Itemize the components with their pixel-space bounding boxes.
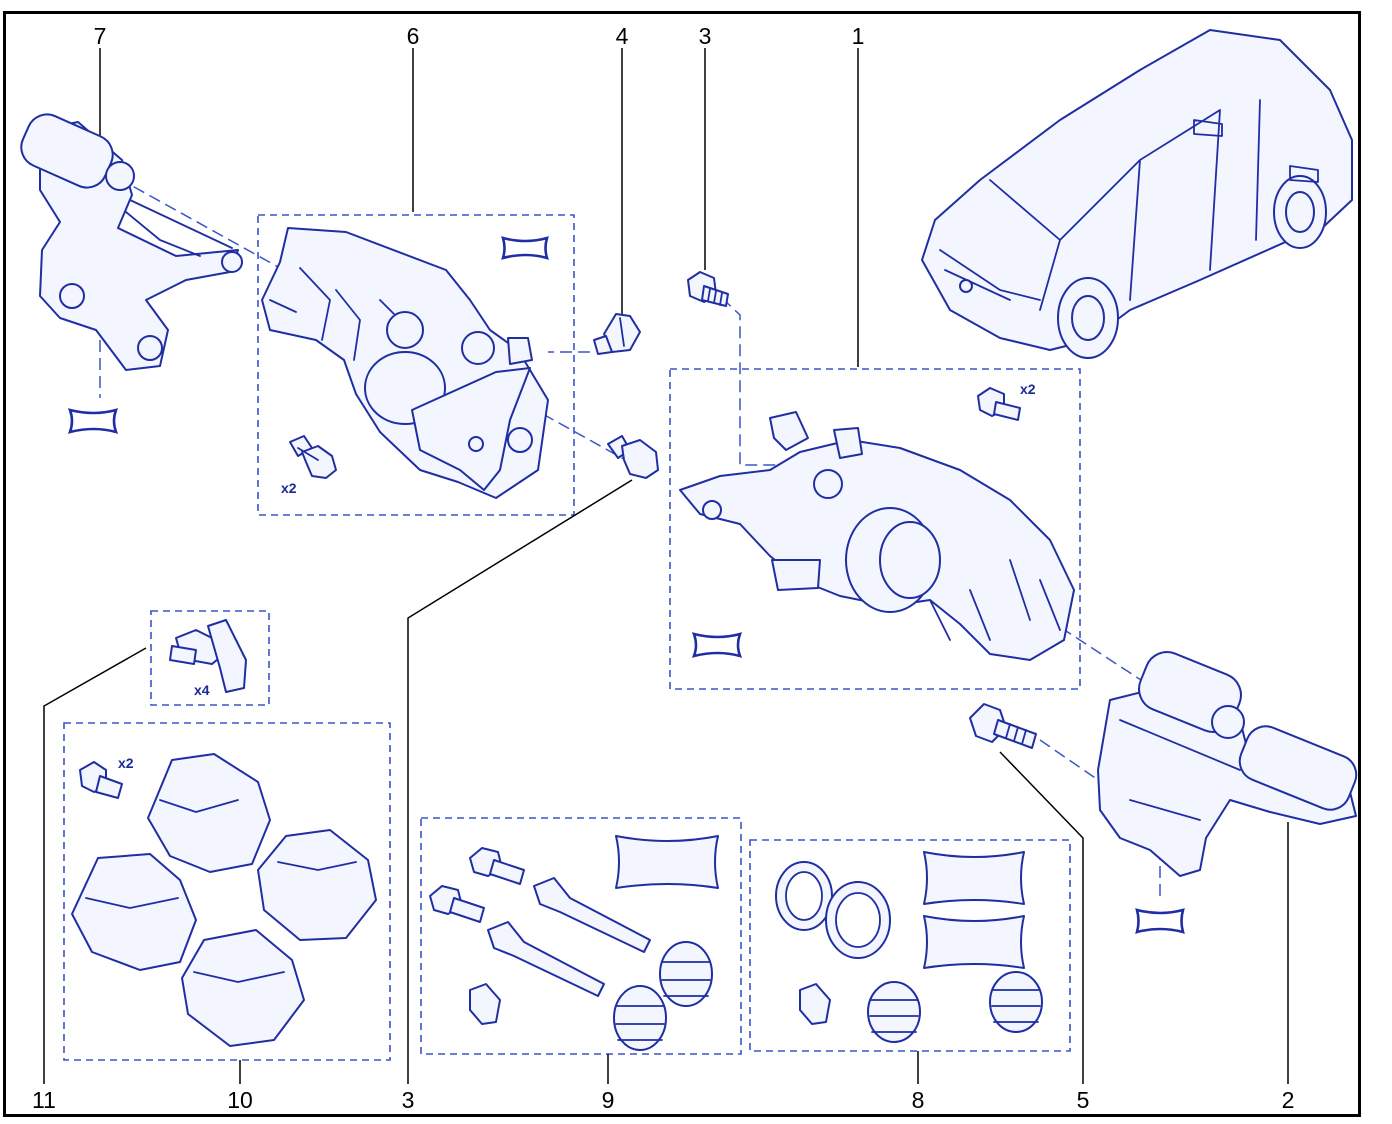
callout-11: 11 — [32, 1087, 56, 1113]
dust-boot-8b — [989, 971, 1043, 1033]
caliper-bolt-kit6 — [289, 435, 337, 479]
callout-7: 7 — [94, 23, 107, 49]
caliper-bolt-5 — [969, 703, 1037, 749]
brake-pad-4 — [181, 929, 305, 1047]
leader-5 — [999, 751, 1084, 1084]
kit-box-11 — [150, 610, 270, 706]
clip-8 — [799, 983, 831, 1025]
kit-box-1 — [669, 368, 1081, 690]
callout-5: 5 — [1077, 1087, 1090, 1113]
guide-pin-9b — [487, 921, 605, 997]
kit-box-9 — [420, 817, 742, 1055]
caliper-right — [679, 411, 1075, 661]
callout-2: 2 — [1282, 1087, 1295, 1113]
kit-box-8 — [749, 839, 1071, 1052]
callout-3-bottom: 3 — [402, 1087, 415, 1113]
qty-kit6-screws: x2 — [281, 480, 297, 496]
clip-9 — [469, 983, 501, 1025]
grease-tube-icon — [501, 236, 549, 260]
grease-tube-icon — [691, 632, 743, 658]
caliper-bolt-mid — [607, 435, 659, 479]
guide-pin-9a — [533, 877, 651, 953]
grease-sachet-8a — [923, 851, 1025, 905]
callout-3-top: 3 — [699, 23, 712, 49]
dust-boot-9b — [613, 985, 667, 1051]
brake-pad-2 — [257, 829, 377, 941]
pad-screw-kit10 — [79, 761, 123, 799]
caliper-bolt-top — [687, 271, 729, 307]
callout-8: 8 — [912, 1087, 925, 1113]
leader-11 — [43, 647, 147, 1084]
callout-4: 4 — [616, 23, 629, 49]
qty-kit10-screws: x2 — [118, 755, 134, 771]
brake-pad-1 — [147, 753, 271, 873]
callout-9: 9 — [602, 1087, 615, 1113]
piston-seal-8b — [825, 881, 891, 959]
piston-seal-8a — [775, 861, 833, 931]
caliper-carrier-left — [20, 113, 243, 371]
assembly-axis-bolt-3 — [721, 297, 820, 466]
grease-tube-icon — [1135, 908, 1185, 934]
callout-10: 10 — [227, 1087, 253, 1113]
leader-3-bottom — [407, 479, 633, 1084]
clip-kit-11 — [169, 619, 247, 693]
callout-6: 6 — [407, 23, 420, 49]
vehicle-icon — [921, 29, 1353, 359]
guide-bolt-9b — [429, 885, 485, 923]
wear-sensor — [593, 313, 641, 355]
callout-1: 1 — [852, 23, 865, 49]
kit-box-10 — [63, 722, 391, 1061]
caliper-carrier-right — [1097, 651, 1358, 877]
brake-pad-3 — [71, 853, 197, 971]
caliper-bolt-kit1 — [977, 387, 1021, 421]
qty-kit1-screws: x2 — [1020, 381, 1036, 397]
grease-tube-icon — [67, 408, 119, 434]
caliper-left — [261, 227, 549, 499]
grease-sachet-8b — [923, 915, 1025, 969]
dust-boot-8a — [867, 981, 921, 1043]
guide-bolt-9a — [469, 847, 525, 885]
kit-box-6 — [257, 214, 575, 516]
qty-kit11-clips: x4 — [194, 682, 210, 698]
dust-boot-9a — [659, 941, 713, 1007]
grease-sachet-9 — [615, 835, 719, 889]
